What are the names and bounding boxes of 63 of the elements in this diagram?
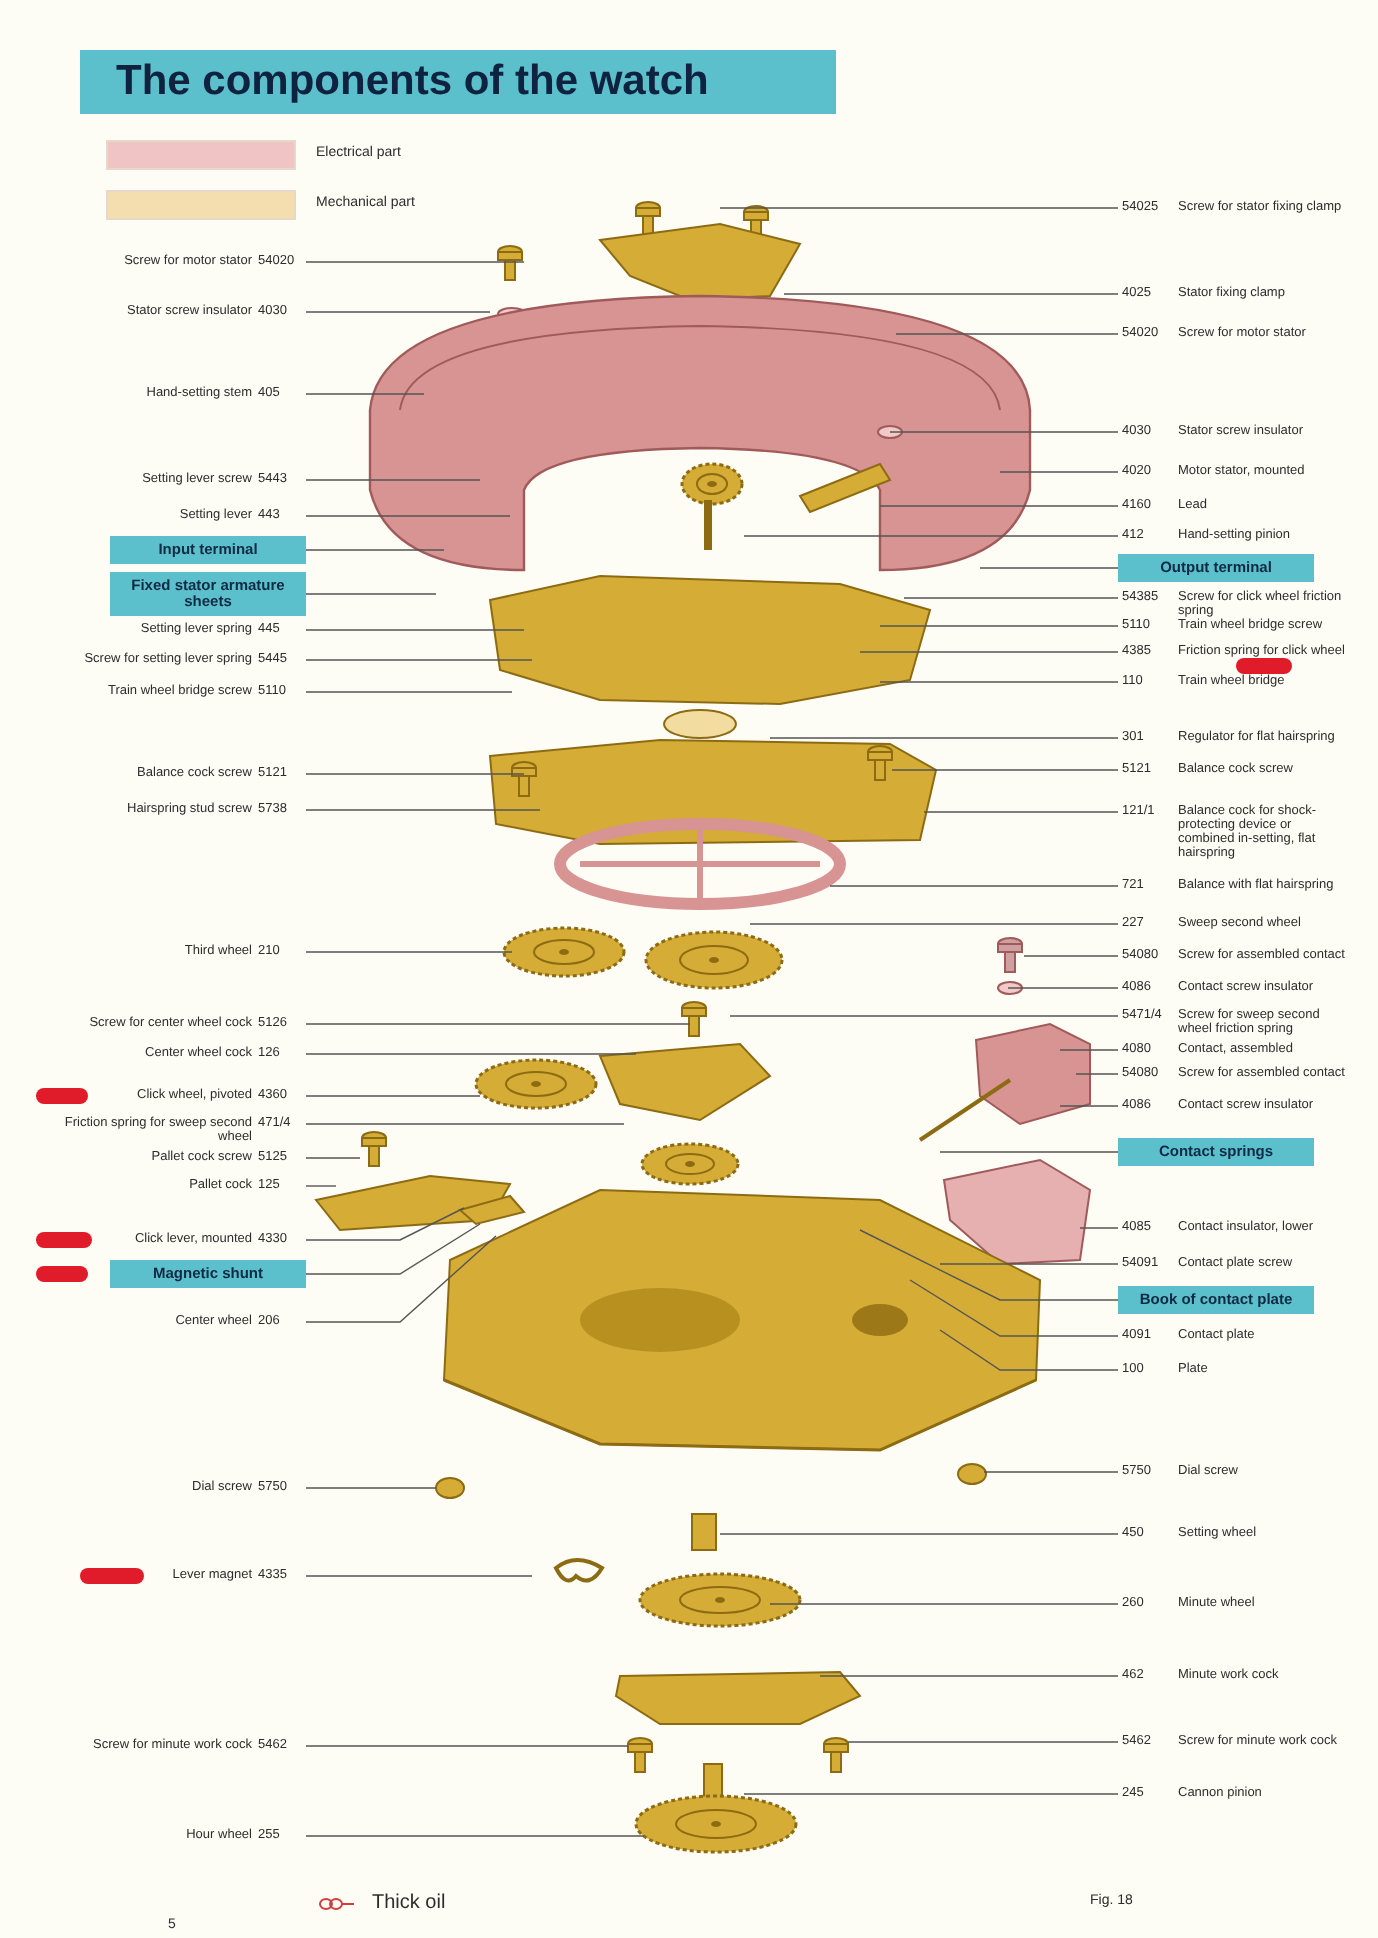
leader-line [999,471,1119,473]
leader-line [305,549,445,551]
leader-line [1075,1073,1119,1075]
leader-line [305,1745,629,1747]
leader-line [305,593,437,595]
leader-line [305,393,425,395]
leader-line [305,691,513,693]
leader-line [305,1053,637,1055]
leader-line [305,515,511,517]
leader-line [879,505,1119,507]
leader-line [895,333,1119,335]
leader-line [729,1015,1119,1017]
title-banner: The components of the watch [80,50,836,114]
leader-line [743,535,1119,537]
leader-line [1079,1227,1119,1229]
leader-line [903,597,1119,599]
leader-line [847,1741,1119,1743]
leader-line [305,773,525,775]
leader-line [305,1235,497,1323]
leader-line [305,1185,337,1187]
leader-line [305,1575,533,1577]
leader-line [879,681,1119,683]
leader-line [879,625,1119,627]
leader-line [305,659,533,661]
leader-line [305,809,541,811]
leader-line [1059,1105,1119,1107]
leader-line [305,1835,645,1837]
leader-line [891,769,1119,771]
leader-line [909,1279,1119,1337]
leader-line [939,1329,1119,1371]
leader-line [305,1487,437,1489]
leader-line [819,1675,1119,1677]
leader-line [979,567,1119,569]
leader-line [305,629,525,631]
leader-line [859,1229,1119,1301]
leader-line [305,1223,481,1275]
legend-text: Thick oil [372,1890,446,1918]
leader-line [305,951,513,953]
leader-line [783,293,1119,295]
leader-line [939,1151,1119,1153]
leader-line [1059,1049,1119,1051]
leader-line [939,1263,1119,1265]
leader-line [719,1533,1119,1535]
leader-line [769,1603,1119,1605]
leader-line [305,1123,625,1125]
leader-line [305,1095,481,1097]
leader-line [305,1157,361,1159]
leader-line [889,431,1119,433]
leader-line [743,1793,1119,1795]
leader-line [1023,955,1119,957]
leader-line [749,923,1119,925]
leader-line [859,651,1119,653]
leader-line [305,311,491,313]
leader-line [719,207,1119,209]
leader-line [983,1471,1119,1473]
leader-line [769,737,1119,739]
leader-line [829,885,1119,887]
leader-line [923,811,1119,813]
leader-line [305,479,481,481]
leader-line [305,261,525,263]
leader-line [305,1023,691,1025]
leader-line [305,1207,465,1241]
leader-line [1007,987,1119,989]
